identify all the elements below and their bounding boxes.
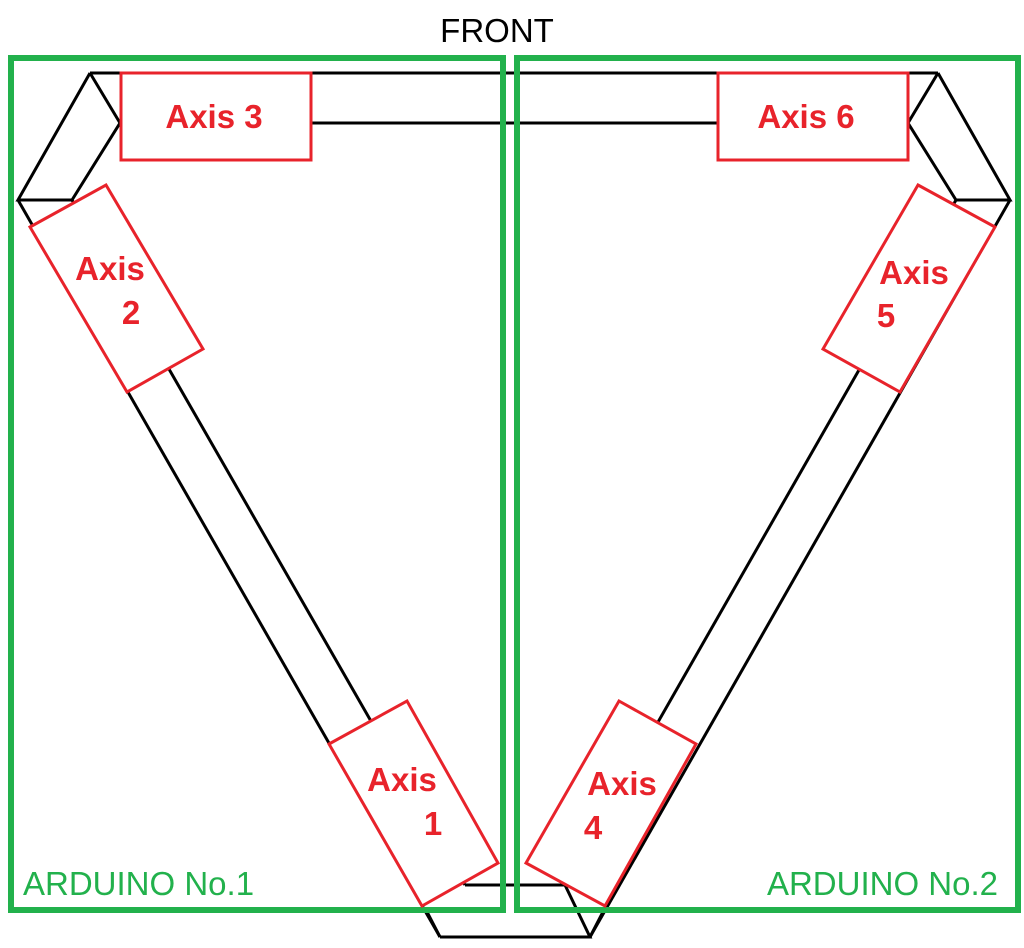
axis-6-block: Axis 6: [716, 71, 910, 162]
axis-5-block: Axis 5: [820, 182, 998, 395]
axis-5-label-line2: 5: [877, 297, 895, 334]
zone-arduino-1-label: ARDUINO No.1: [23, 865, 254, 902]
axis-4-box: [523, 698, 699, 909]
zone-arduino-1: [8, 55, 506, 913]
frame-corner-top-right: [906, 72, 1013, 202]
axis-5-box: [820, 182, 998, 395]
axis-3-label: Axis 3: [165, 98, 262, 135]
frame-corner-top-right-diag: [906, 72, 940, 124]
axis-4-label-line1: Axis: [587, 765, 657, 802]
axis-4-label-line2: 4: [584, 809, 603, 846]
axis-6-box: [716, 71, 910, 162]
axis-1-label-line2: 1: [424, 805, 442, 842]
axis-3-block: Axis 3: [119, 71, 313, 162]
axis-2-label-line1: Axis: [75, 250, 145, 287]
axis-1-box: [326, 698, 501, 909]
frame-corner-top-left-diag: [88, 72, 122, 124]
zone-arduino-2: [514, 55, 1021, 913]
axis-2-box: [27, 182, 206, 395]
axis-1-label-line1: Axis: [367, 761, 437, 798]
axis-6-label: Axis 6: [757, 98, 854, 135]
axis-4-block: Axis 4: [523, 698, 699, 909]
axis-5-label-line1: Axis: [879, 254, 949, 291]
frame-corner-top-left: [15, 72, 122, 202]
axis-1-block: Axis 1: [326, 698, 501, 909]
axis-2-label-line2: 2: [122, 294, 140, 331]
diagram-title: FRONT: [440, 12, 554, 49]
axis-3-box: [119, 71, 313, 162]
zone-arduino-2-label: ARDUINO No.2: [767, 865, 998, 902]
axis-2-block: Axis 2: [27, 182, 206, 395]
